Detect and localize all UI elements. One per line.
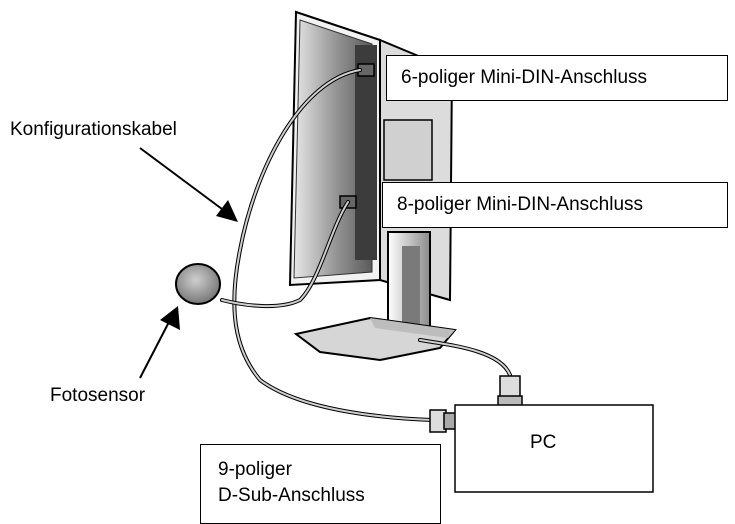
dsub-9-label-line1: 9-poliger <box>218 459 292 480</box>
pc-video-plug <box>497 375 523 407</box>
config-cable-label: Konfigurationskabel <box>10 119 177 140</box>
dsub-9-label-box: 9-poliger D-Sub-Anschluss <box>200 444 441 524</box>
dsub-9-plug <box>429 409 457 433</box>
photo-sensor-arrow <box>139 306 180 379</box>
pc-label: PC <box>530 432 557 453</box>
cables <box>220 68 512 422</box>
photo-sensor-label: Fotosensor <box>50 385 146 406</box>
monitor-stand <box>293 231 457 362</box>
dsub-9-label-line2: D-Sub-Anschluss <box>218 485 365 506</box>
pc-box <box>454 404 654 493</box>
config-cable-arrow <box>139 147 238 222</box>
mini-din-8-label: 8-poliger Mini-DIN-Anschluss <box>382 182 728 228</box>
mini-din-6-label: 6-poliger Mini-DIN-Anschluss <box>386 55 728 101</box>
photo-sensor-device <box>175 263 221 305</box>
